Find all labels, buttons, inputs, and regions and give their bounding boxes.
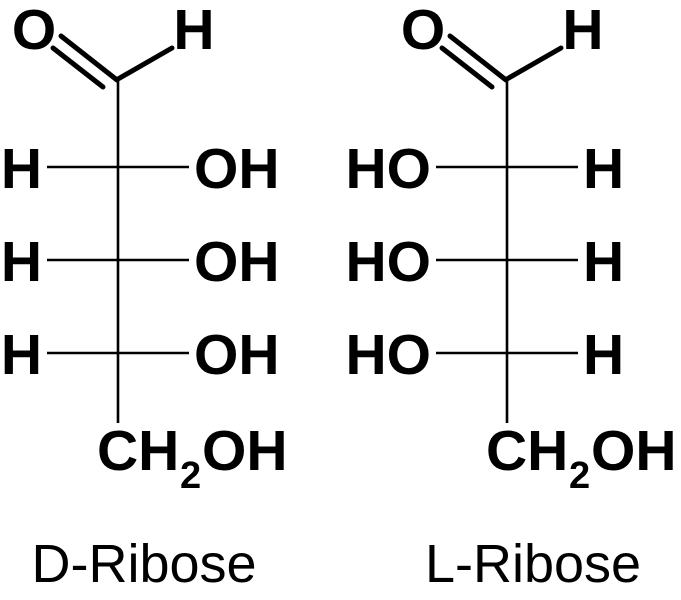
molecule-d-ribose: O H H OH H OH H OH CH 2 OH D-Ribose (1, 0, 288, 594)
aldehyde-hydrogen-label: H (173, 0, 214, 62)
chiral-left-label-1: H (1, 137, 42, 201)
aldehyde-oxygen-label: O (12, 0, 56, 62)
terminal-oh-label: OH (591, 419, 677, 483)
chiral-right-label-3: OH (194, 323, 280, 387)
chiral-right-label-1: H (583, 137, 624, 201)
terminal-ch-label: CH (97, 419, 179, 483)
chiral-left-label-2: H (1, 230, 42, 294)
molecule-name-label: D-Ribose (31, 534, 256, 594)
terminal-subscript-label: 2 (569, 455, 590, 497)
chiral-left-label-2: HO (346, 230, 432, 294)
chiral-left-label-3: H (1, 323, 42, 387)
molecule-l-ribose: O H HO H HO H HO H CH 2 OH L-Ribose (346, 0, 677, 594)
double-bond-line-2 (50, 45, 106, 90)
chiral-right-label-1: OH (194, 137, 280, 201)
terminal-ch-label: CH (486, 419, 568, 483)
terminal-subscript-label: 2 (180, 455, 201, 497)
molecule-name-label: L-Ribose (425, 534, 641, 594)
double-bond-line-2 (439, 45, 495, 90)
chiral-right-label-2: H (583, 230, 624, 294)
aldehyde-hydrogen-label: H (562, 0, 603, 62)
terminal-oh-label: OH (202, 419, 288, 483)
double-bond-line-1 (447, 33, 509, 83)
chiral-right-label-2: OH (194, 230, 280, 294)
single-bond-line (115, 45, 175, 82)
chiral-left-label-3: HO (346, 323, 432, 387)
single-bond-line (504, 45, 564, 82)
aldehyde-oxygen-label: O (401, 0, 445, 62)
double-bond-line-1 (58, 33, 120, 83)
chiral-left-label-1: HO (346, 137, 432, 201)
chiral-right-label-3: H (583, 323, 624, 387)
